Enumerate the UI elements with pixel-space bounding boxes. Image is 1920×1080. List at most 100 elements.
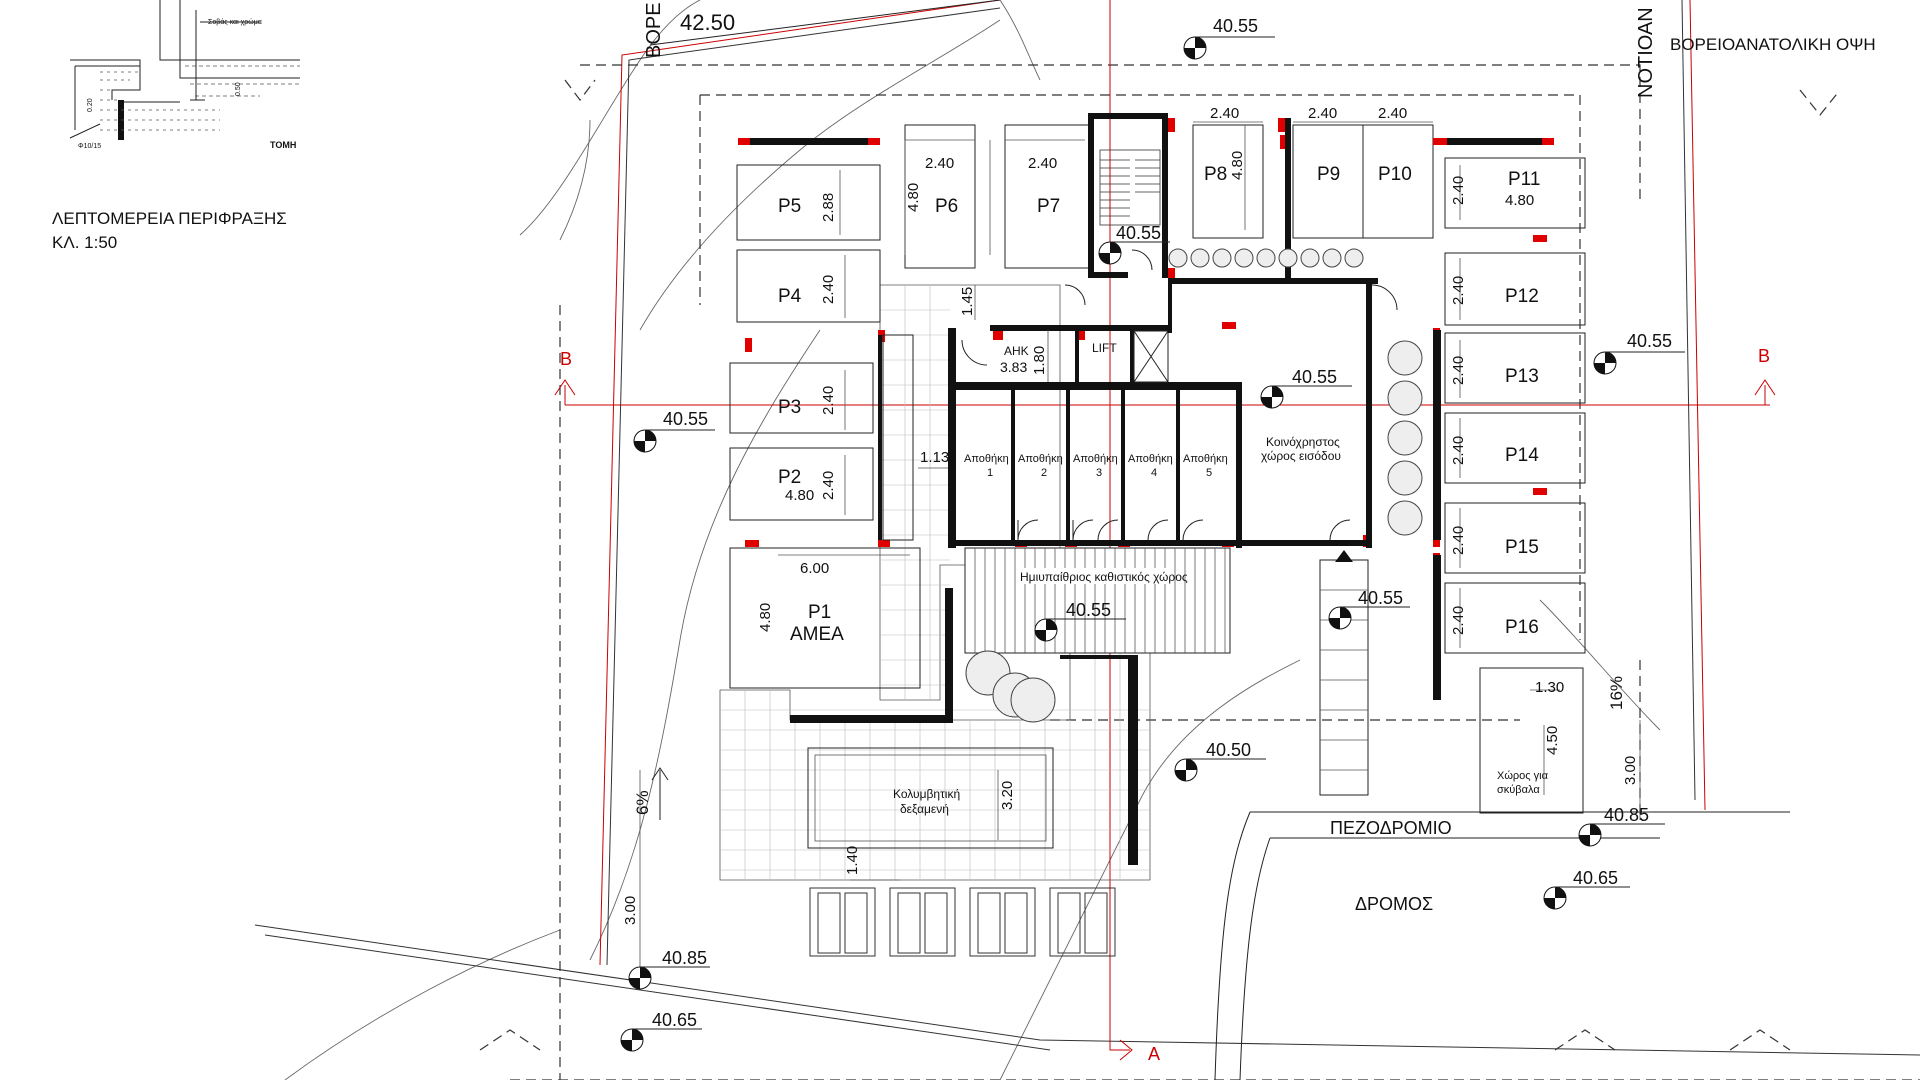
dim-p1-w: 6.00 [800, 560, 829, 577]
view-north: ΒΟΡΕ [643, 2, 665, 58]
misc-dimensions: 1.45 1.80 1.13 1.30 4.50 3.00 3.00 3.20 … [622, 285, 1641, 970]
tiled-courtyard [719, 284, 1151, 881]
view-northeast: ΒΟΡΕΙΟΑΝΑΤΟΛΙΚΗ ΟΨΗ [1670, 35, 1876, 54]
ahk-area: 3.83 [1000, 359, 1027, 375]
dim-p6-w: 2.40 [925, 155, 954, 172]
plot-boundary [254, 0, 1920, 1056]
level-markers: 40.55 40.55 40.55 40.55 40.55 40.55 [620, 16, 1685, 1052]
pool-label-1: Κολυμβητική [893, 787, 960, 801]
waste-area: Χώρος για σκύβαλα [1479, 667, 1584, 814]
label-p1-sub: ΑΜΕΑ [790, 624, 844, 645]
section-mark-b-right: B [1758, 346, 1770, 366]
column-markers [738, 118, 1554, 567]
detail-note: Σοβάς και χρώμα [208, 18, 262, 26]
plot-top-dim: 42.50 [680, 10, 735, 35]
semi-outdoor-label: Ημιυπαίθριος καθιστικός χώρος [1020, 570, 1188, 584]
dim-300-left: 3.00 [622, 896, 639, 925]
outdoor-steps [1319, 550, 1369, 796]
svg-text:40.55: 40.55 [1358, 588, 1403, 608]
detail-section-label: ΤΟΜΗ [270, 140, 296, 150]
section-mark-a: A [1148, 1044, 1160, 1064]
label-p7: P7 [1037, 196, 1060, 217]
level-marker: 40.55 [1593, 331, 1685, 375]
dim-p11-w: 2.40 [1450, 176, 1467, 205]
dim-p13: 2.40 [1450, 356, 1467, 385]
svg-text:40.50: 40.50 [1206, 740, 1251, 760]
level-marker: 40.55 [1034, 600, 1126, 642]
road-label: ΔΡΟΜΟΣ [1355, 894, 1433, 914]
slope-left: 6% [633, 790, 652, 815]
building-walls [790, 113, 1441, 865]
dim-p1-d: 4.80 [757, 603, 774, 632]
storage-1-no: 1 [987, 467, 993, 479]
label-p15: P15 [1505, 537, 1539, 558]
dim-p16: 2.40 [1450, 606, 1467, 635]
swimming-pool: Κολυμβητική δεξαμενή [807, 747, 1054, 849]
detail-dim-b: 0.50 [235, 82, 242, 96]
level-marker: 40.65 [620, 1010, 702, 1052]
dim-145: 1.45 [959, 287, 976, 316]
planters [965, 248, 1423, 723]
svg-text:40.55: 40.55 [663, 409, 708, 429]
dim-p15: 2.40 [1450, 526, 1467, 555]
lift-label: LIFT [1092, 341, 1117, 355]
parking-bays [729, 124, 1586, 689]
storage-4: Αποθήκη [1128, 453, 1173, 465]
storage-2: Αποθήκη [1018, 453, 1063, 465]
level-marker: 40.55 [1328, 588, 1410, 630]
storage-1: Αποθήκη [964, 453, 1009, 465]
bay-p1 [729, 547, 921, 689]
dim-p7-w: 2.40 [1028, 155, 1057, 172]
dim-p11-d: 4.80 [1505, 192, 1534, 209]
section-line-b: B B [554, 346, 1776, 406]
dim-130: 1.30 [1535, 679, 1564, 696]
label-p16: P16 [1505, 617, 1539, 638]
section-mark-b-left: B [560, 349, 572, 369]
dim-p9-w: 2.40 [1308, 105, 1337, 122]
svg-text:40.65: 40.65 [1573, 868, 1618, 888]
bay-p4 [736, 249, 881, 323]
dim-p8-w: 2.40 [1210, 105, 1239, 122]
label-p12: P12 [1505, 286, 1539, 307]
section-line-a: A [1109, 0, 1160, 1064]
storage-5: Αποθήκη [1183, 453, 1228, 465]
parking-labels: P5 P4 P3 P2 P1 ΑΜΕΑ P6 P7 P8 P9 P10 P11 … [778, 164, 1540, 645]
dim-p14: 2.40 [1450, 436, 1467, 465]
dim-p2-d: 4.80 [785, 487, 814, 504]
svg-text:40.55: 40.55 [1292, 367, 1337, 387]
dim-140: 1.40 [844, 846, 861, 875]
view-arrow-marks [479, 79, 1841, 1051]
room-labels: ΑΗΚ 3.83 LIFT Κοινόχρηστος χώρος εισόδου… [964, 341, 1341, 479]
common-label-2: χώρος εισόδου [1261, 449, 1341, 463]
label-p1: P1 [808, 602, 831, 623]
storage-4-no: 4 [1151, 467, 1157, 479]
label-p4: P4 [778, 286, 802, 307]
dim-p5: 2.88 [820, 193, 837, 222]
detail-title: ΛΕΠΤΟΜΕΡΕΙΑ ΠΕΡΙΦΡΑΞΗΣ [52, 209, 287, 228]
storage-5-no: 5 [1206, 467, 1212, 479]
bay-p3 [729, 362, 874, 434]
label-p9: P9 [1317, 164, 1340, 185]
dim-113: 1.13 [920, 449, 949, 466]
level-marker: 40.55 [1183, 16, 1275, 60]
parking-dimensions: 2.88 2.40 2.40 2.40 4.80 6.00 4.80 2.40 … [757, 105, 1534, 648]
dim-300-right: 3.00 [1622, 756, 1639, 785]
svg-text:40.55: 40.55 [1213, 16, 1258, 36]
dim-p10-w: 2.40 [1378, 105, 1407, 122]
bay-p13 [1444, 332, 1586, 404]
level-marker: 40.55 [1098, 223, 1170, 265]
fence-detail: Σοβάς και χρώμα Φ10/15 ΤΟΜΗ 0.20 0.50 ΛΕ… [52, 0, 300, 252]
level-marker: 40.55 [633, 409, 715, 453]
svg-text:40.55: 40.55 [1116, 223, 1161, 243]
dim-p4: 2.40 [820, 275, 837, 304]
street: ΠΕΖΟΔΡΟΜΙΟ ΔΡΟΜΟΣ [1214, 811, 1790, 1080]
svg-text:40.55: 40.55 [1066, 600, 1111, 620]
ahk-label: ΑΗΚ [1004, 344, 1029, 358]
bay-p12 [1444, 252, 1586, 326]
slope-right: 16% [1607, 676, 1626, 710]
level-marker: 40.85 [1578, 805, 1665, 847]
svg-text:40.65: 40.65 [652, 1010, 697, 1030]
label-p14: P14 [1505, 445, 1539, 466]
detail-scale: ΚΛ. 1:50 [52, 233, 117, 252]
dim-p6-d: 4.80 [905, 183, 922, 212]
